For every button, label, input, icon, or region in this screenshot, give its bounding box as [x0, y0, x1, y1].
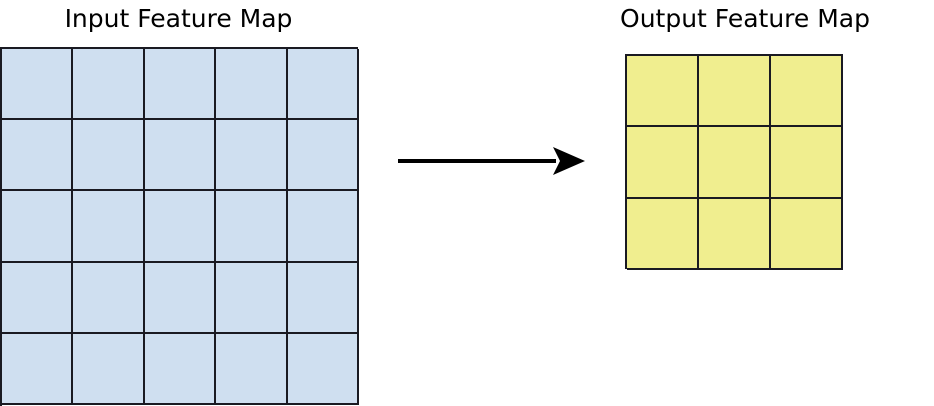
output-feature-map-cell-r0-c1: [699, 56, 771, 128]
input-feature-map-cell-r4-c1: [73, 333, 145, 405]
input-feature-map-cell-r4-c0: [2, 333, 74, 405]
output-feature-map-cell-r2-c1: [699, 198, 771, 270]
input-feature-map-cell-r0-c2: [144, 49, 217, 121]
input-feature-map-cell-r4-c2: [144, 333, 217, 405]
input-feature-map-cell-r4-c3: [216, 333, 288, 405]
input-feature-map-cell-r3-c4: [287, 262, 359, 334]
output-feature-map-cell-r0-c0: [627, 56, 699, 128]
input-feature-map-cell-r0-c1: [73, 49, 145, 121]
input-feature-map-cell-r3-c2: [144, 262, 217, 334]
input-feature-map-cell-r2-c2: [144, 191, 217, 263]
input-feature-map-cell-r3-c0: [2, 262, 74, 334]
input-feature-map-cell-r2-c0: [2, 191, 74, 263]
input-feature-map-cell-r3-c1: [73, 262, 145, 334]
input-feature-map-cell-r1-c2: [144, 120, 217, 192]
input-feature-map-title: Input Feature Map: [64, 4, 293, 33]
input-feature-map-grid: [0, 47, 359, 406]
input-feature-map-cell-r0-c3: [216, 49, 288, 121]
transformation-arrow: [398, 147, 585, 175]
input-feature-map-cell-r0-c0: [2, 49, 74, 121]
arrow-head: [553, 147, 585, 175]
output-feature-map-cell-r2-c2: [771, 198, 843, 270]
input-feature-map-cell-r4-c4: [287, 333, 359, 405]
input-feature-map-cell-r2-c1: [73, 191, 145, 263]
output-feature-map-title: Output Feature Map: [620, 4, 870, 33]
output-feature-map-cell-r0-c2: [771, 56, 843, 128]
input-feature-map-cell-r3-c3: [216, 262, 288, 334]
input-feature-map-cell-r1-c3: [216, 120, 288, 192]
output-feature-map-cell-r1-c2: [771, 127, 843, 199]
input-feature-map-cell-r1-c4: [287, 120, 359, 192]
input-feature-map-cell-r2-c3: [216, 191, 288, 263]
output-feature-map-cell-r1-c0: [627, 127, 699, 199]
output-feature-map-cell-r2-c0: [627, 198, 699, 270]
output-feature-map-grid: [625, 54, 843, 270]
input-feature-map-cell-r1-c1: [73, 120, 145, 192]
input-feature-map-cell-r1-c0: [2, 120, 74, 192]
input-feature-map-cell-r0-c4: [287, 49, 359, 121]
output-feature-map-cell-r1-c1: [699, 127, 771, 199]
input-feature-map-cell-r2-c4: [287, 191, 359, 263]
